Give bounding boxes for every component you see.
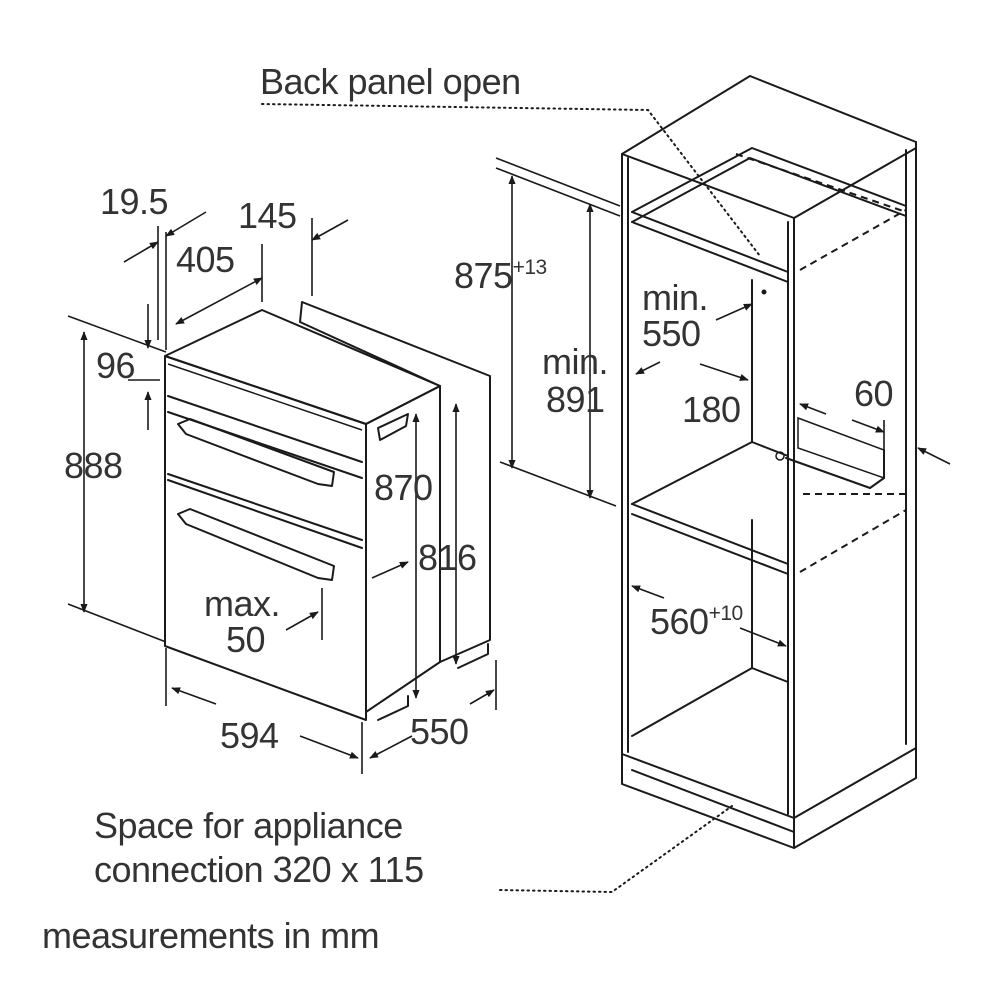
- label-min-550: min.: [642, 277, 709, 318]
- label-dimension-875: 875+13: [454, 255, 548, 296]
- label-dimension-145: 145: [238, 195, 297, 236]
- label-dimension-594: 594: [220, 715, 279, 756]
- label-min-891: min.: [542, 341, 609, 382]
- label-space-for-appliance: Space for appliance: [94, 805, 403, 846]
- label-min-891-value: 891: [546, 379, 605, 420]
- label-dimension-888: 888: [64, 445, 123, 486]
- label-dimension-560: 560+10: [650, 601, 744, 642]
- label-dimension-816: 816: [418, 537, 477, 578]
- label-dimension-550-depth: 550: [410, 711, 469, 752]
- label-560-value: 560: [650, 601, 709, 642]
- label-dimension-60: 60: [854, 373, 894, 414]
- label-dimension-19-5: 19.5: [100, 181, 169, 222]
- label-dimension-405: 405: [176, 239, 235, 280]
- label-dimension-870: 870: [374, 467, 433, 508]
- label-dimension-96: 96: [96, 345, 136, 386]
- label-back-panel-open: Back panel open: [260, 61, 521, 102]
- label-dimension-180: 180: [682, 389, 741, 430]
- label-560-tolerance: +10: [708, 602, 744, 625]
- oven: [164, 301, 491, 721]
- label-875-tolerance: +13: [512, 256, 548, 279]
- dimension-lines: [67, 103, 951, 894]
- label-max: max.: [204, 583, 281, 624]
- label-min-550-value: 550: [642, 313, 701, 354]
- label-measurement-units: measurements in mm: [42, 915, 380, 956]
- label-connection-size: connection 320 x 115: [94, 849, 424, 890]
- label-875-value: 875: [454, 255, 513, 296]
- cabinet: [621, 75, 917, 849]
- label-max-value: 50: [226, 619, 266, 660]
